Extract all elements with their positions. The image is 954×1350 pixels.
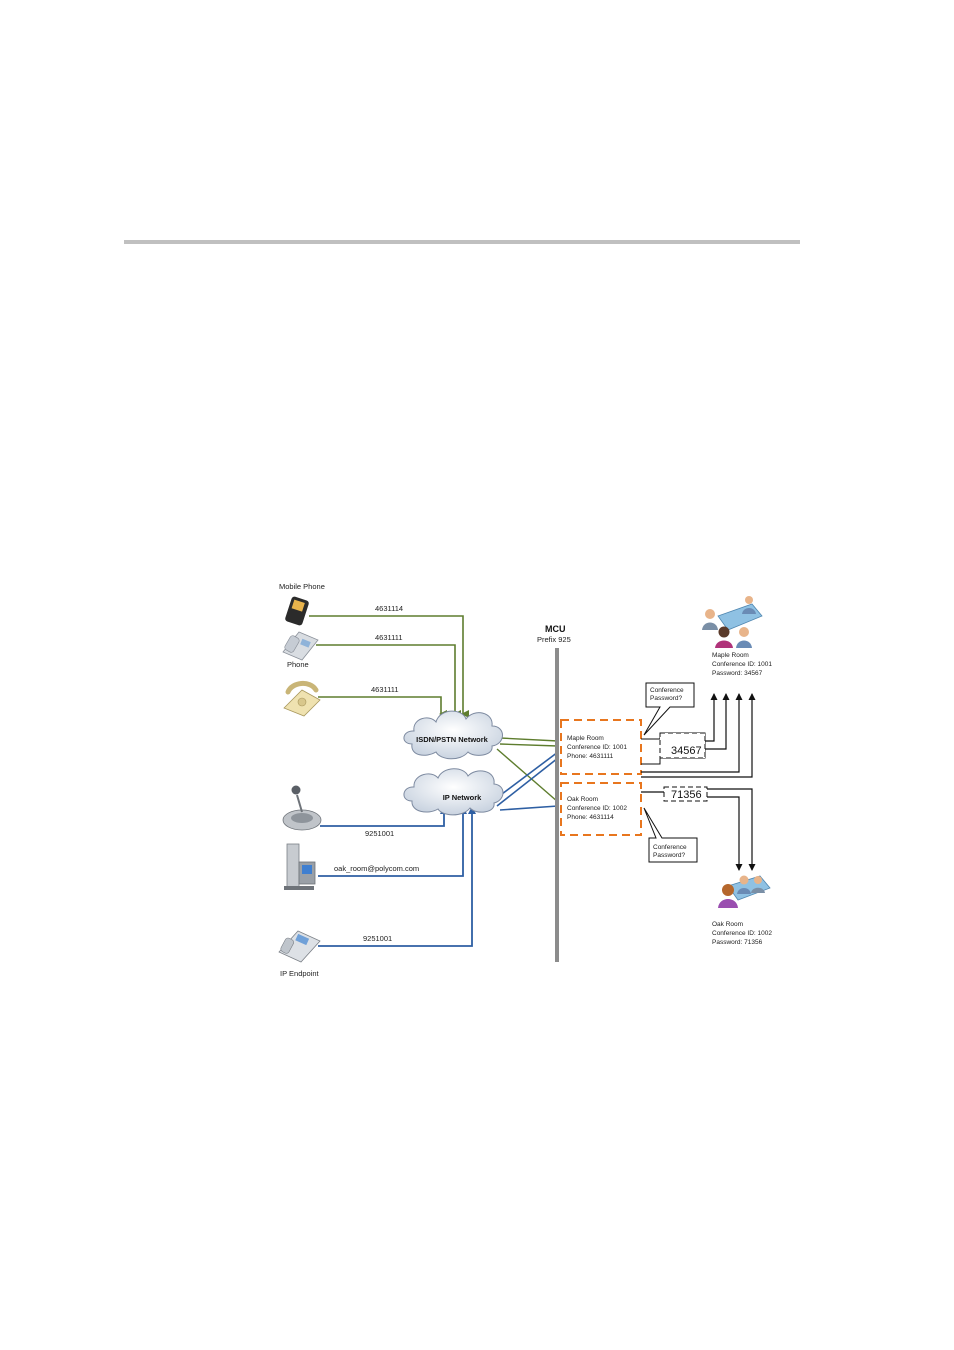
conference-phone-line	[320, 806, 448, 827]
desk-phone-icon	[282, 631, 319, 661]
ip-network-cloud: IP Network	[403, 768, 504, 816]
ip-endpoint-dial-string: 9251001	[363, 934, 392, 943]
conference-phone-icon	[282, 785, 322, 831]
ip-endpoint-line	[318, 806, 476, 947]
oak-conference-box: Oak Room Conference ID: 1002 Phone: 4631…	[560, 782, 642, 836]
sip-endpoint-icon	[284, 843, 316, 890]
mcu-title: MCU	[545, 624, 566, 634]
sip-endpoint-line	[318, 806, 467, 877]
ip-mcu-line-3	[499, 805, 559, 811]
maple-conference-box: Maple Room Conference ID: 1001 Phone: 46…	[560, 719, 642, 775]
svg-text:Password?: Password?	[650, 695, 683, 702]
mobile-line	[309, 615, 469, 718]
mcu-bar	[555, 648, 559, 962]
svg-text:Conference: Conference	[653, 844, 687, 851]
maple-password-value: 34567	[671, 745, 702, 757]
maple-conference-id: Conference ID: 1001	[567, 744, 627, 751]
maple-password-prompt: Conference Password?	[643, 682, 695, 736]
mobile-phone-icon	[285, 596, 309, 626]
analog-dial-string: 4631111	[371, 685, 399, 694]
ip-lines	[318, 751, 559, 947]
maple-room-conference-id: Conference ID: 1001	[712, 661, 772, 668]
maple-room-links	[641, 693, 756, 778]
header-rule	[124, 240, 800, 244]
phone-label: Phone	[287, 660, 309, 669]
oak-room-links	[641, 788, 756, 871]
maple-room-people-icon	[702, 596, 763, 648]
svg-text:Password?: Password?	[653, 852, 686, 859]
ip-network-label: IP Network	[443, 793, 482, 802]
mobile-phone-label: Mobile Phone	[279, 582, 325, 591]
analog-phone-icon	[283, 681, 321, 717]
mcu-prefix: Prefix 925	[537, 635, 571, 644]
oak-conference-id: Conference ID: 1002	[567, 805, 627, 812]
oak-password-value: 71356	[671, 789, 702, 801]
oak-room-people-icon	[718, 875, 771, 908]
oak-conference-phone: Phone: 4631114	[567, 814, 614, 821]
ip-mcu-line-1	[493, 751, 559, 801]
oak-room-password: Password: 71356	[712, 939, 763, 946]
sip-endpoint-dial-string: oak_room@polycom.com	[334, 864, 419, 873]
maple-password-box	[659, 732, 706, 759]
maple-room-name: Maple Room	[712, 652, 749, 659]
isdn-lines	[309, 615, 559, 803]
oak-password-box	[663, 786, 708, 802]
oak-conference-name: Oak Room	[567, 796, 598, 803]
isdn-network-label: ISDN/PSTN Network	[416, 735, 489, 744]
maple-conference-name: Maple Room	[567, 735, 604, 742]
analog-line	[318, 696, 447, 718]
oak-room-name: Oak Room	[712, 921, 743, 928]
svg-text:Conference: Conference	[650, 687, 684, 694]
ip-endpoint-icon	[278, 930, 321, 963]
oak-room-conference-id: Conference ID: 1002	[712, 930, 772, 937]
maple-conference-phone: Phone: 4631111	[567, 753, 614, 760]
phone-line	[316, 644, 461, 718]
oak-password-prompt: Conference Password?	[643, 807, 698, 863]
isdn-network-cloud: ISDN/PSTN Network	[403, 710, 503, 760]
conference-phone-dial-string: 9251001	[365, 829, 394, 838]
ip-mcu-line-2	[496, 757, 559, 807]
mobile-dial-string: 4631114	[375, 604, 403, 613]
ip-endpoint-label: IP Endpoint	[280, 969, 320, 978]
phone-dial-string: 4631111	[375, 633, 403, 642]
maple-room-password: Password: 34567	[712, 670, 763, 677]
isdn-mcu-line-1	[499, 737, 559, 742]
isdn-mcu-line-2	[499, 743, 559, 747]
